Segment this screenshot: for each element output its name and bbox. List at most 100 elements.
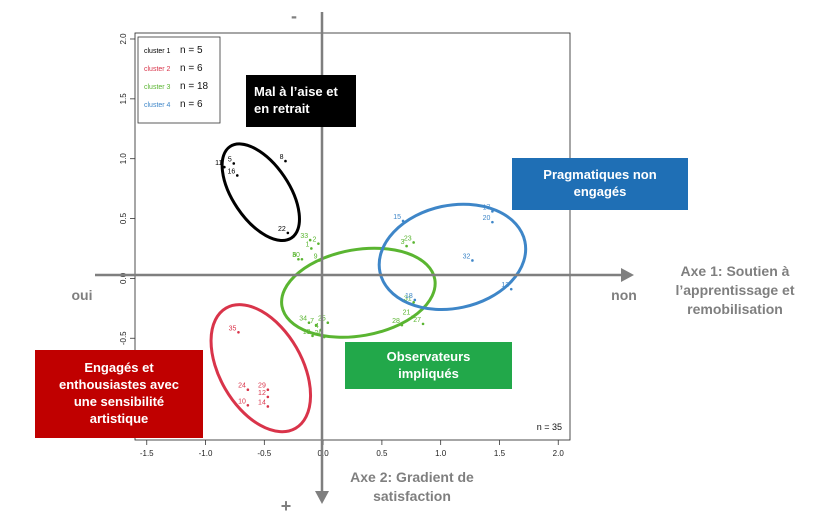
axis2-label: Axe 2: Gradient de satisfaction [350,469,474,504]
cluster-3-point [405,244,408,248]
cluster-3-point-label: 33 [300,233,308,240]
cluster-2-point [266,395,270,399]
cluster-3-point [310,247,313,250]
cluster-3-point-label: 4 [315,323,319,330]
cluster-4-point [471,259,474,262]
x-tick-label: 1.0 [435,449,447,458]
cluster-3-point [308,238,312,242]
cluster3-label-box: Observateurs impliqués [345,342,512,389]
cluster-3-point [421,322,425,326]
axis-minus-label: - [291,6,297,26]
x-tick-label: -1.5 [140,449,154,458]
y-tick-label: 1.0 [119,153,128,165]
y-tick-label: 2.0 [119,33,128,45]
cluster-1-ellipse [220,142,301,243]
cluster-4-point [401,219,405,223]
cluster-3-point [318,259,321,262]
cluster-4-point [491,210,494,213]
x-tick-label: 0.0 [318,449,330,458]
y-tick-label: -0.5 [119,331,128,345]
legend-series-name: cluster 3 [144,84,171,91]
cluster-4-point [509,287,513,291]
cluster-2-point-label: 24 [238,383,246,390]
cluster-2-point [266,388,270,392]
cluster-3-point-label: 34 [299,316,307,323]
x-tick-label: -1.0 [199,449,213,458]
cluster-3-point [400,323,404,327]
axis-non-label: non [611,287,637,303]
cluster-3-point [311,334,314,338]
cluster-4-point-label: 20 [483,215,491,222]
legend-series-n: n = 18 [180,81,209,92]
x-tick-label: 1.5 [494,449,506,458]
cluster-2-point-label: 29 [258,383,266,390]
cluster-2-ellipse [209,303,313,434]
y-tick-label: 0.5 [119,212,128,224]
cluster-3-point [411,315,414,319]
cluster-3-point [412,301,415,304]
cluster-2-point [246,388,250,392]
cluster4-label-box: Pragmatiques non engagés [512,158,688,210]
cluster-1-point-label: 22 [278,226,286,233]
legend-series-name: cluster 1 [144,48,171,55]
cluster-1-point [232,162,236,165]
legend-series-name: cluster 4 [144,102,171,109]
cluster-3-point-label: 2 [312,237,316,244]
cluster-4-point-label: 15 [393,214,401,221]
cluster-3-point-label: 6 [293,252,297,259]
x-tick-label: -0.5 [257,449,271,458]
cluster-2-point-label: 35 [229,325,237,332]
cluster-3-ellipse [280,246,437,339]
plot-frame [134,32,571,441]
cluster-2-point-label: 12 [258,390,266,397]
x-tick-label: 0.5 [376,449,388,458]
axis-oui-label: oui [71,287,93,303]
cluster-3-point [307,321,311,324]
y-tick-label: 0.0 [119,272,128,284]
cluster-3-point [297,257,300,261]
axis-plus-label: + [280,496,292,516]
cluster1-label-box: Mal à l’aise et en retrait [246,75,356,127]
cluster-1-point-label: 11 [215,160,222,167]
cluster-3-point-label: 3 [401,239,405,246]
cluster-3-point-label: 7 [310,318,314,325]
cluster-2-point-label: 10 [238,398,246,405]
cluster-1-point [235,174,239,177]
cluster-3-point-label: 27 [413,317,421,324]
axis1-label: Axe 1: Soutien à l’apprentissage et remo… [675,263,795,317]
cluster-1-point-label: 8 [280,154,284,161]
cluster-3-point [412,241,415,244]
cluster-4-point [491,220,494,224]
cluster-2-point [266,405,270,408]
cluster-3-point-label: 9 [314,253,318,260]
cluster-1-point [284,159,287,163]
cluster-4-point-label: 13 [501,282,509,289]
cluster-3-point-label: 1 [305,241,309,248]
cluster-2-point [246,403,250,407]
x-tick-label: 2.0 [553,449,565,458]
cluster-4-point [413,298,417,302]
cluster-2-point [237,330,240,334]
cluster-3-point [300,257,304,261]
y-tick-label: 1.5 [119,93,128,105]
cluster-2-point-label: 14 [258,399,266,406]
cluster-1-point-label: 5 [228,156,232,163]
legend-series-n: n = 5 [180,45,203,56]
cluster-1-point [286,231,290,235]
axis1-arrow-head [621,268,634,282]
total-n-annotation: n = 35 [537,422,562,432]
cluster-3-point [317,242,320,245]
cluster-3-point [314,323,318,327]
cluster-3-point-label: 23 [404,235,412,242]
cluster-3-point-label: 26 [314,330,322,337]
axis2-arrow-head [315,491,329,504]
cluster-1-point [223,165,226,169]
cluster-4-point-label: 18 [405,293,413,300]
cluster-4-point-label: 17 [483,204,491,211]
legend-box [137,36,221,124]
cluster-4-point-label: 32 [463,253,471,260]
cluster-4-ellipse [377,202,528,312]
cluster-3-point-label: 31 [404,295,412,302]
